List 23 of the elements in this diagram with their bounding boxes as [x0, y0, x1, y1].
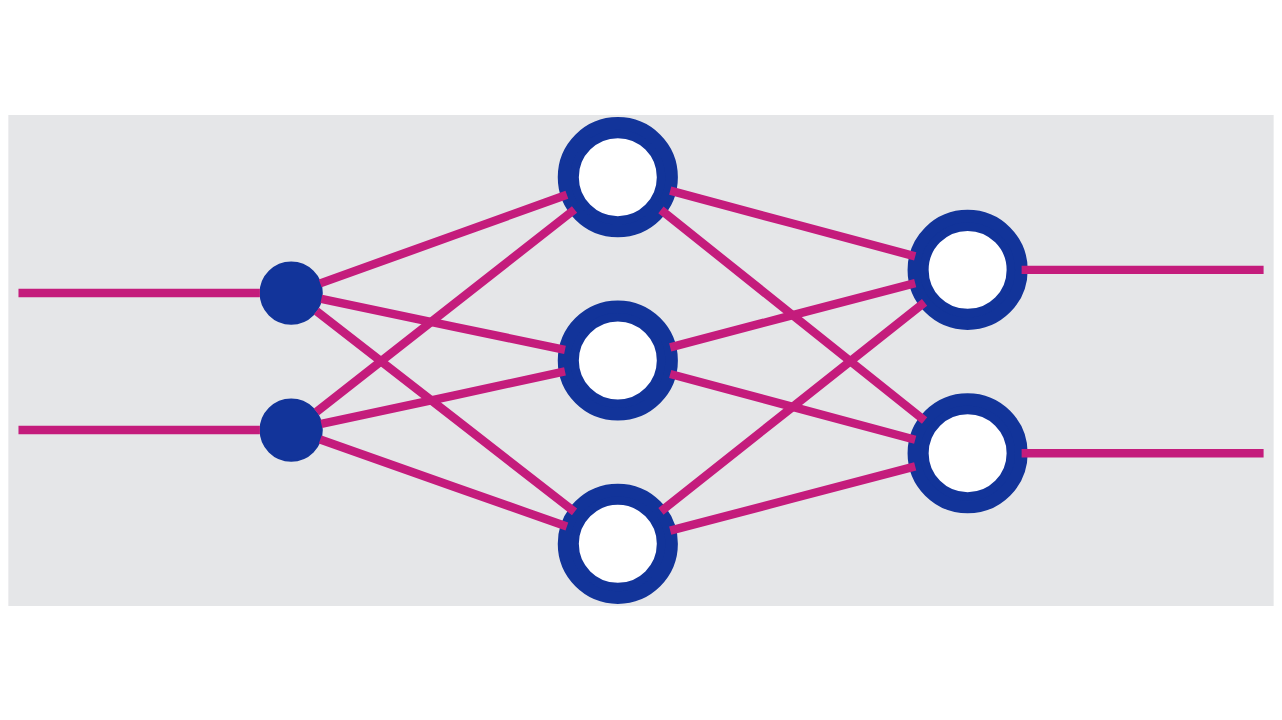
connector: [18, 288, 260, 297]
connector: [658, 206, 928, 424]
connector: [669, 461, 917, 535]
node-circle: [557, 116, 678, 237]
node-circle: [907, 392, 1028, 513]
node-circle: [907, 209, 1028, 330]
connector: [313, 205, 578, 415]
node-circle: [557, 483, 678, 604]
connector: [318, 190, 569, 287]
connector: [1021, 448, 1264, 457]
node-circle: [259, 397, 323, 462]
connector: [320, 294, 566, 354]
connector: [18, 425, 260, 434]
connector: [669, 186, 917, 260]
node-circle: [259, 260, 323, 325]
connector: [313, 307, 578, 515]
connector: [318, 435, 569, 531]
connector: [669, 369, 917, 444]
connector: [669, 278, 917, 351]
node-circle: [557, 299, 678, 421]
connector: [658, 298, 928, 515]
connector: [320, 366, 566, 428]
connector: [1021, 265, 1264, 274]
